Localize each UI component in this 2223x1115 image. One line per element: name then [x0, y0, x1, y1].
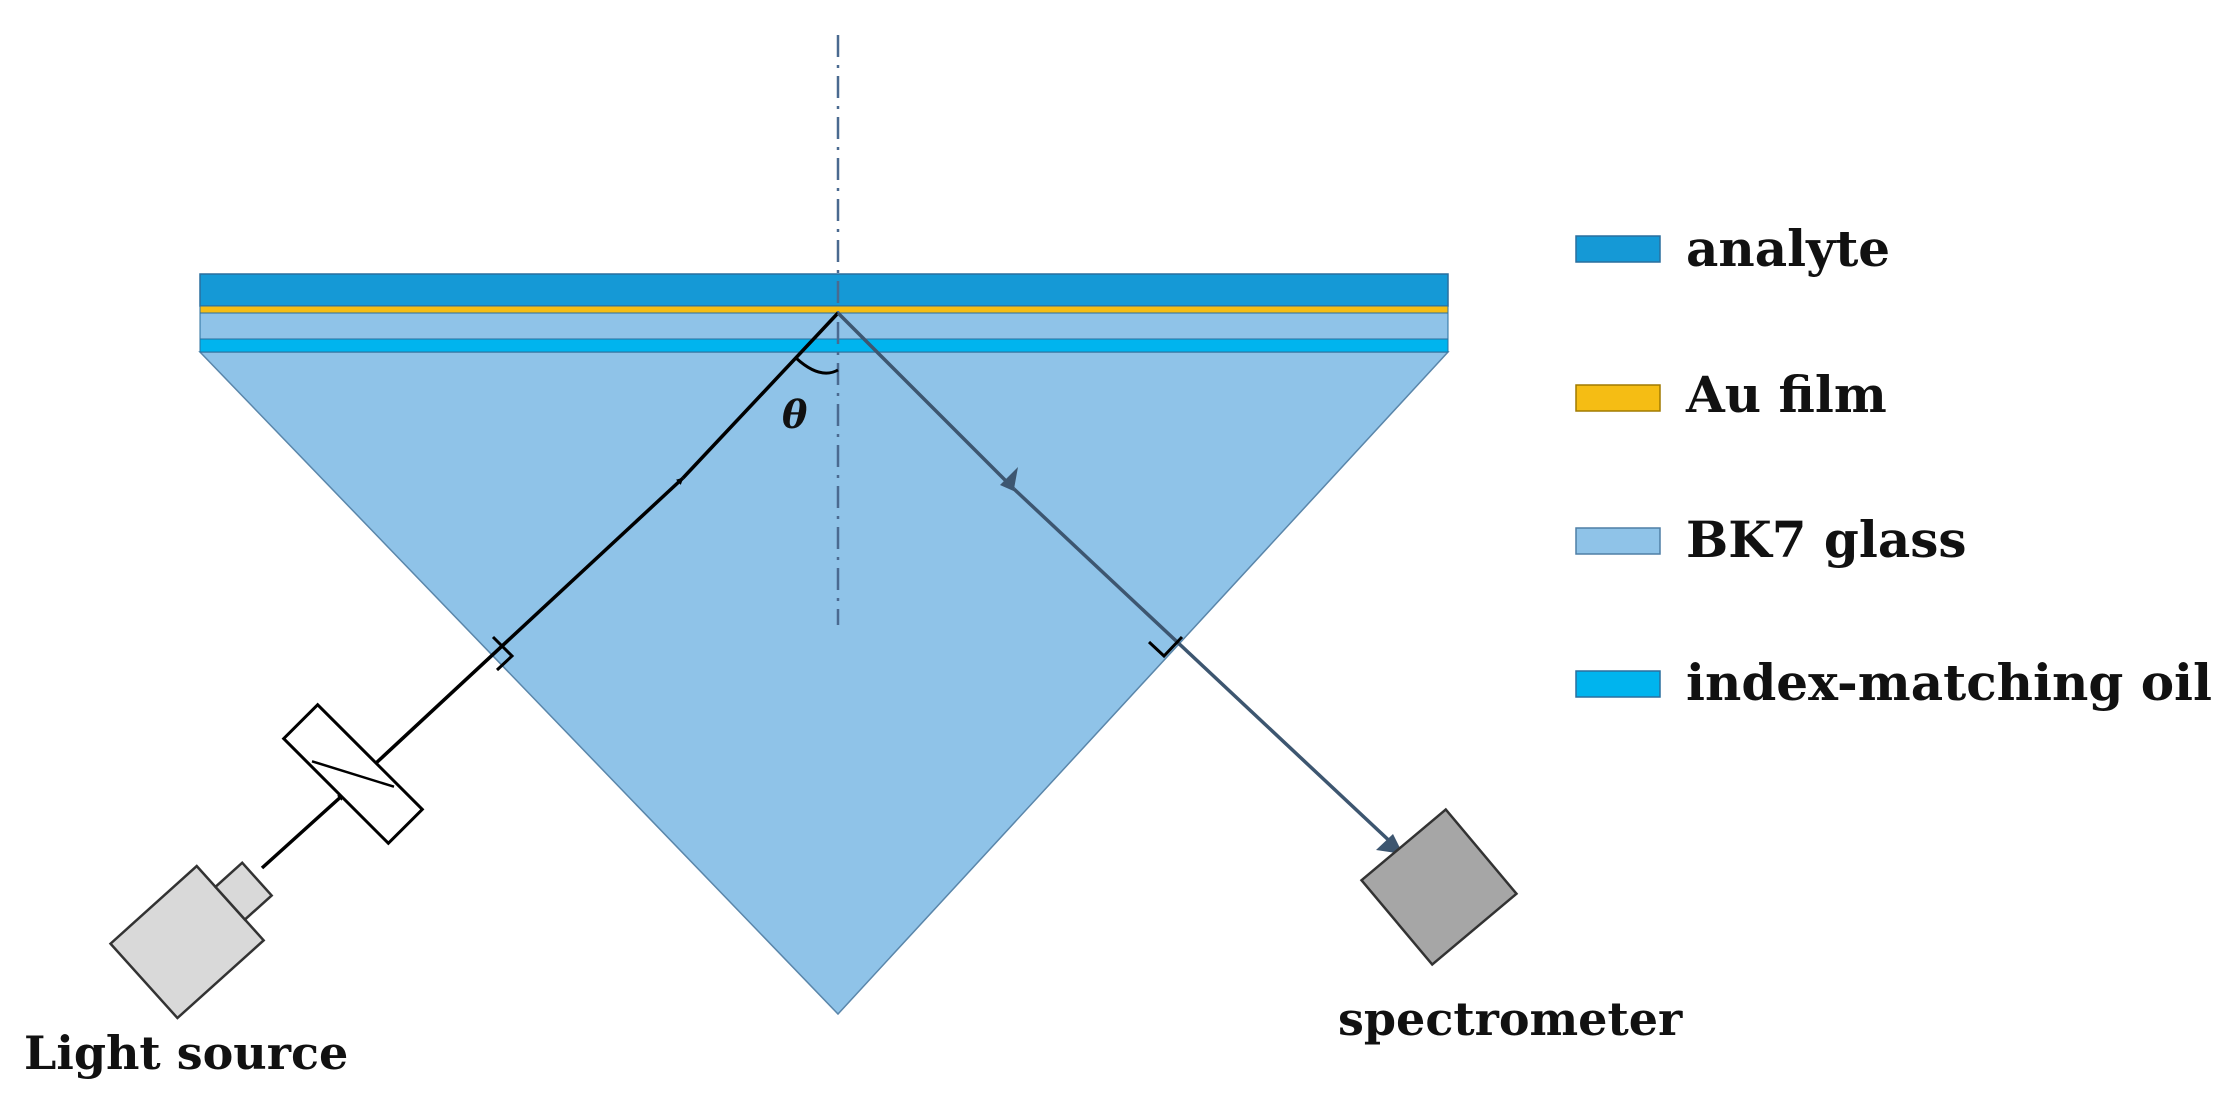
beam-exit-to-spectrometer [1012, 487, 1399, 850]
legend-item-analyte: analyte [1575, 219, 1890, 278]
right-angle-marker-exit [1147, 635, 1184, 659]
legend-label-analyte: analyte [1686, 219, 1890, 278]
index-matching-oil-layer [199, 338, 1449, 353]
light-source [108, 861, 274, 1020]
theta-label: θ [782, 392, 808, 437]
beam-source-to-polarizer [260, 792, 346, 870]
legend-item-index-matching-oil: index-matching oil [1575, 653, 2212, 712]
beam-polarizer-to-prism [373, 476, 685, 766]
reflected-arrowhead [1000, 467, 1018, 493]
right-angle-marker-entry [491, 635, 515, 672]
legend-label-index-matching-oil: index-matching oil [1686, 653, 2212, 712]
legend-swatch-au-film [1575, 384, 1661, 412]
beam-film-to-exit [836, 311, 1016, 491]
legend: analyte Au film BK7 glass index-matching… [1575, 219, 2212, 712]
light-source-nozzle [213, 861, 274, 922]
legend-swatch-analyte [1575, 235, 1661, 263]
legend-label-bk7-glass: BK7 glass [1686, 510, 1967, 569]
beam-prism-to-film [681, 311, 840, 480]
layer-stack [199, 273, 1449, 353]
polarizer [281, 702, 425, 846]
bk7-prism [198, 351, 1450, 1016]
incident-beam [260, 311, 840, 870]
legend-swatch-bk7-glass [1575, 527, 1661, 555]
au-film-layer [199, 305, 1449, 314]
legend-item-au-film: Au film [1575, 365, 1887, 424]
legend-item-bk7-glass: BK7 glass [1575, 510, 1967, 569]
analyte-layer [199, 273, 1449, 307]
legend-swatch-index-matching-oil [1575, 670, 1661, 698]
spectrometer-label: spectrometer [1338, 992, 1683, 1046]
legend-label-au-film: Au film [1685, 365, 1887, 424]
spectrometer-arrowhead [1376, 834, 1403, 854]
light-source-label: Light source [24, 1026, 348, 1080]
spectrometer-box [1359, 807, 1519, 967]
reflected-beam [836, 311, 1403, 854]
incidence-angle-arc [794, 356, 839, 375]
